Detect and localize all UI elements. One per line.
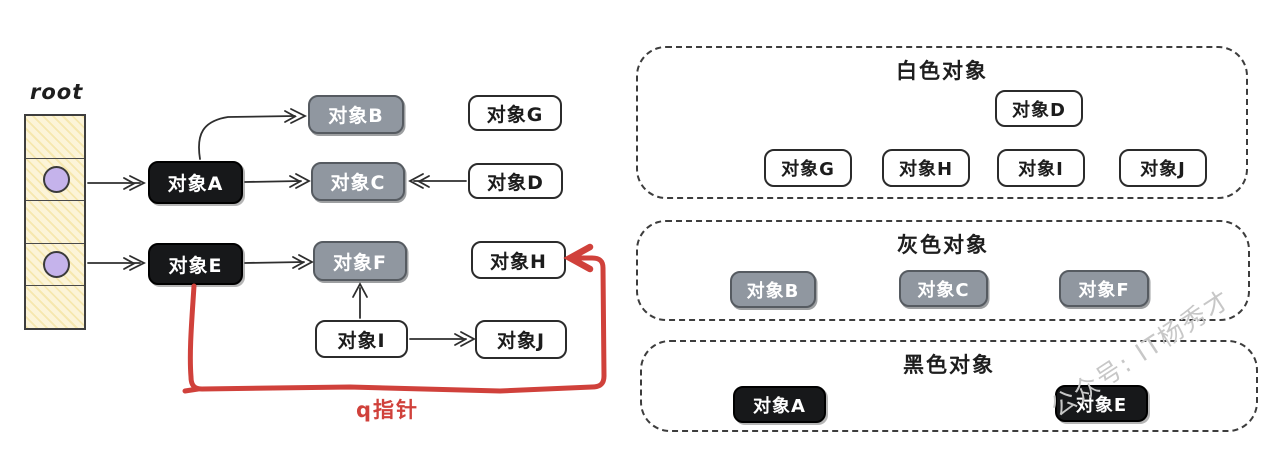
root-cell xyxy=(26,158,84,200)
chip-object-h: 对象H xyxy=(882,149,970,187)
root-label: root xyxy=(30,80,84,104)
node-object-g: 对象G xyxy=(468,95,562,131)
chip-object-i: 对象I xyxy=(997,149,1085,187)
chip-object-d: 对象D xyxy=(995,90,1083,127)
q-pointer-label: q指针 xyxy=(356,398,420,422)
root-cell xyxy=(26,200,84,242)
root-pointer-circle xyxy=(43,250,70,278)
node-object-e: 对象E xyxy=(148,243,243,285)
root-cell xyxy=(26,242,84,285)
root-pointer-circle xyxy=(43,166,70,194)
panel-white-title: 白色对象 xyxy=(896,59,988,83)
edge-e-to-f xyxy=(244,261,305,264)
chip-object-a: 对象A xyxy=(733,386,826,423)
panel-black-title: 黑色对象 xyxy=(903,353,995,377)
root-stack xyxy=(24,114,86,330)
node-object-i: 对象I xyxy=(315,320,408,358)
node-object-j: 对象J xyxy=(475,320,567,359)
panel-white-objects: 白色对象 对象D 对象G 对象H 对象I 对象J xyxy=(636,46,1248,199)
chip-object-b: 对象B xyxy=(730,271,816,308)
node-object-a: 对象A xyxy=(148,161,243,204)
chip-object-g: 对象G xyxy=(764,149,852,187)
root-cell xyxy=(26,116,84,158)
panel-gray-objects: 灰色对象 对象B 对象C 对象F xyxy=(636,220,1250,321)
panel-black-objects: 黑色对象 对象A 对象E xyxy=(640,340,1258,432)
panel-gray-title: 灰色对象 xyxy=(897,233,989,257)
chip-object-e: 对象E xyxy=(1055,385,1148,422)
node-object-h: 对象H xyxy=(471,241,566,279)
node-object-c: 对象C xyxy=(311,162,405,201)
edge-a-to-b xyxy=(198,115,296,160)
chip-object-f: 对象F xyxy=(1059,270,1149,307)
chip-object-j: 对象J xyxy=(1119,149,1207,187)
root-cell xyxy=(26,284,84,327)
edge-a-to-c xyxy=(244,180,302,183)
node-object-d: 对象D xyxy=(468,163,563,199)
node-object-b: 对象B xyxy=(308,95,404,134)
chip-object-c: 对象C xyxy=(899,270,988,307)
node-object-f: 对象F xyxy=(313,241,407,281)
